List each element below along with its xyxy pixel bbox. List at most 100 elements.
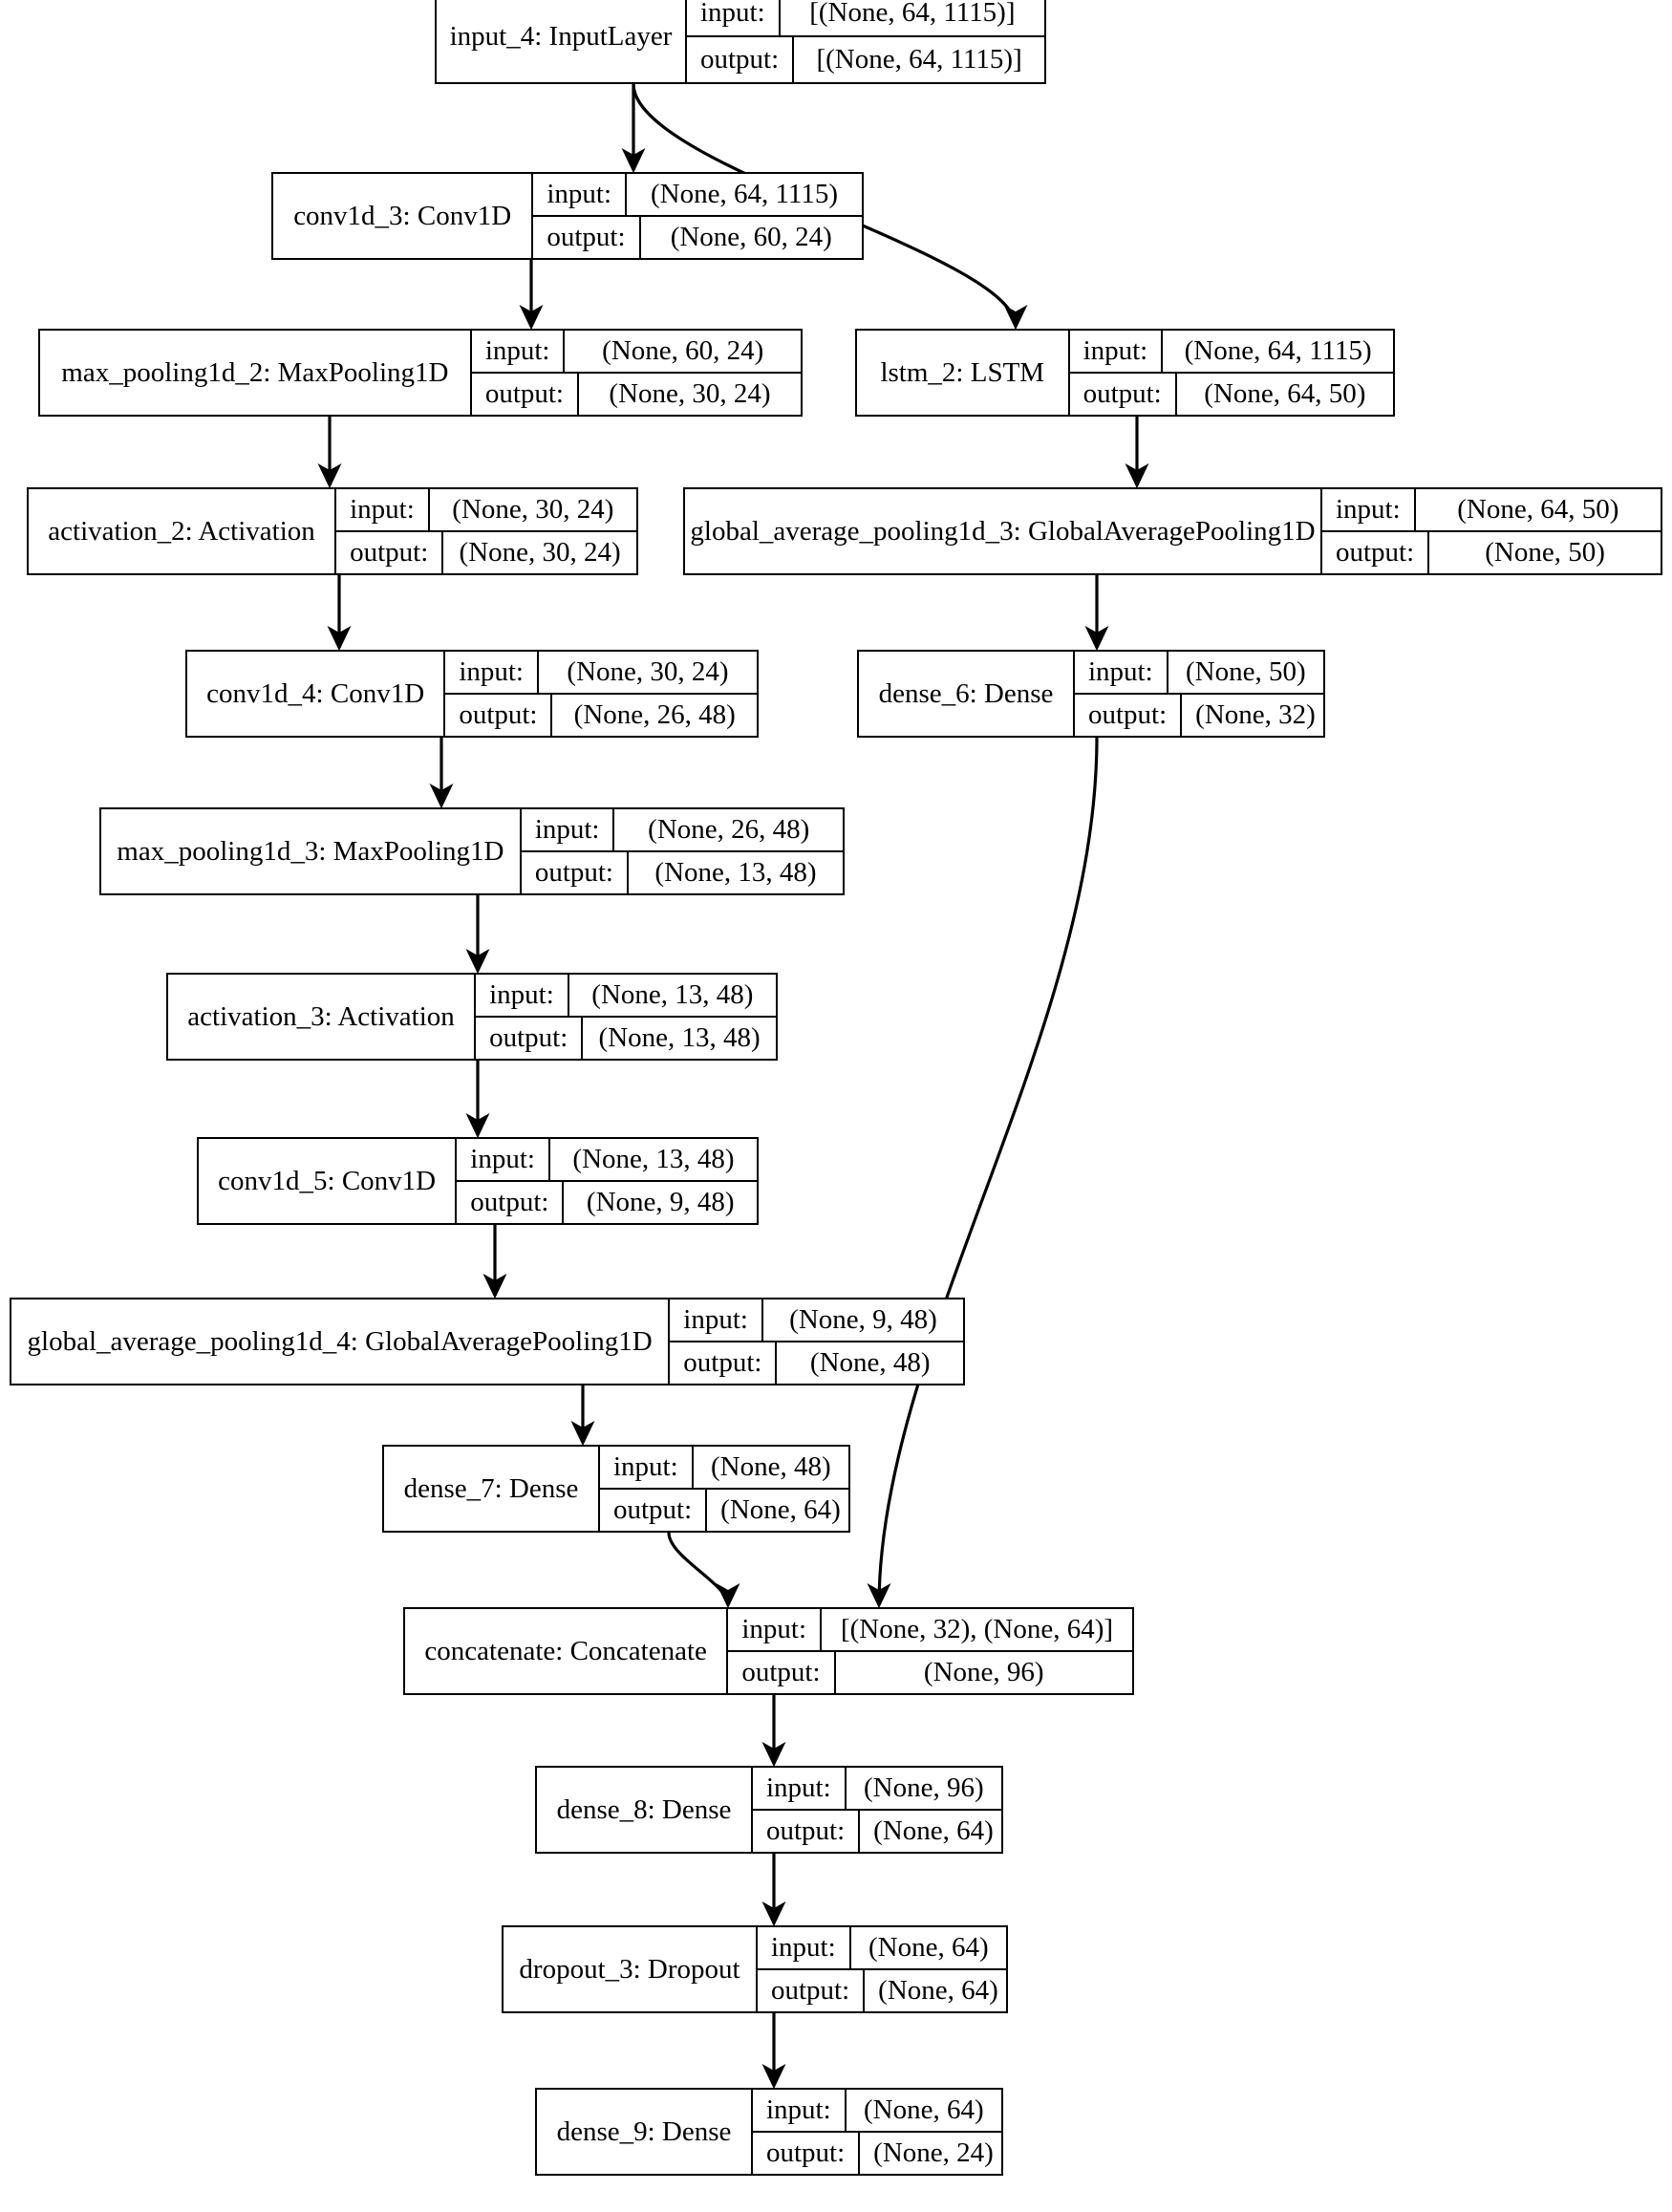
layer-node-global_average_pooling1d_3[interactable]: global_average_pooling1d_3: GlobalAverag…	[683, 487, 1662, 575]
layer-node-lstm_2[interactable]: lstm_2: LSTM input: (None, 64, 1115) output…	[855, 329, 1395, 417]
layer-input-shape: (None, 64)	[864, 2094, 984, 2125]
layer-output-shape: (None, 13, 48)	[598, 1022, 761, 1053]
layer-name: input_4: InputLayer	[449, 20, 673, 52]
layer-input-label: input:	[533, 174, 628, 215]
layer-output-label: output:	[753, 2133, 861, 2174]
layer-io-table: input:[(None, 64, 1115)]output:[(None, 6…	[685, 0, 1044, 82]
layer-input-shape: (None, 96)	[864, 1772, 984, 1803]
layer-output-label: output:	[753, 1811, 861, 1852]
layer-name: conv1d_5: Conv1D	[218, 1165, 437, 1196]
layer-output-shape: (None, 13, 48)	[654, 857, 817, 888]
layer-input-row: input:[(None, 64, 1115)]	[687, 0, 1044, 37]
layer-name: global_average_pooling1d_4: GlobalAverag…	[27, 1325, 653, 1357]
layer-output-label: output:	[600, 1490, 708, 1531]
layer-node-concatenate[interactable]: concatenate: Concatenate input:[(None, 32…	[403, 1607, 1134, 1695]
layer-node-conv1d_4[interactable]: conv1d_4: Conv1D input: (None, 30, 24) outp…	[185, 650, 759, 738]
edge-dense_6-to-concatenate	[867, 737, 1099, 1609]
layer-input-label: input:	[522, 809, 615, 850]
layer-node-input_4[interactable]: input_4: InputLayer input:[(None, 64, 111…	[435, 0, 1046, 84]
layer-io-table: input: (None, 64, 1115) output:(None, 64, …	[1067, 331, 1393, 415]
layer-input-row: input:(None, 30, 24)	[336, 489, 636, 532]
layer-input-shape: (None, 9, 48)	[789, 1304, 937, 1335]
layer-output-shape: (None, 26, 48)	[573, 699, 736, 730]
layer-io-table: input:(None, 64)output: (None, 24)	[751, 2090, 1001, 2174]
layer-output-shape: (None, 24)	[873, 2137, 994, 2168]
layer-input-row: input: (None, 30, 24)	[445, 652, 757, 695]
layer-input-label: input:	[758, 1927, 851, 1968]
layer-output-row: output: (None, 13, 48)	[476, 1018, 776, 1059]
layer-name: max_pooling1d_2: MaxPooling1D	[61, 356, 449, 388]
layer-name: activation_2: Activation	[48, 515, 315, 547]
layer-io-table: input:(None, 96)output: (None, 64)	[751, 1768, 1001, 1852]
layer-io-table: input:[(None, 32), (None, 64)]output:(No…	[726, 1609, 1132, 1693]
layer-output-label: output:	[670, 1342, 778, 1384]
layer-output-label: output:	[533, 217, 641, 258]
layer-output-shape: (None, 9, 48)	[586, 1187, 735, 1217]
layer-input-label: input:	[1070, 331, 1164, 372]
layer-output-row: output:(None, 30, 24)	[472, 374, 801, 415]
layer-output-label: output:	[758, 1970, 866, 2011]
layer-output-shape: (None, 60, 24)	[670, 222, 832, 252]
layer-node-global_average_pooling1d_4[interactable]: global_average_pooling1d_4: GlobalAverag…	[10, 1298, 965, 1385]
layer-output-label: output:	[457, 1182, 565, 1223]
layer-input-shape: (None, 48)	[711, 1451, 831, 1482]
layer-name: dense_8: Dense	[556, 1793, 732, 1825]
layer-io-table: input: (None, 13, 48)output: (None, 9, 48)	[455, 1139, 757, 1223]
layer-input-row: input:(None, 64)	[758, 1927, 1006, 1970]
layer-name: concatenate: Concatenate	[424, 1635, 707, 1666]
layer-output-shape: (None, 30, 24)	[609, 378, 771, 409]
layer-name: conv1d_4: Conv1D	[206, 677, 425, 709]
layer-input-label: input:	[670, 1299, 763, 1341]
layer-input-shape: (None, 13, 48)	[572, 1144, 735, 1174]
layer-output-shape: (None, 96)	[923, 1657, 1044, 1687]
layer-output-label: output:	[476, 1018, 584, 1059]
layer-io-table: input:(None, 64)output: (None, 64)	[756, 1927, 1006, 2011]
layer-name: lstm_2: LSTM	[880, 356, 1045, 388]
layer-output-shape: (None, 64)	[720, 1494, 841, 1525]
layer-name: dense_9: Dense	[556, 2115, 732, 2147]
layer-io-table: input:(None, 30, 24)output: (None, 30, 24…	[334, 489, 636, 573]
layer-input-shape: (None, 30, 24)	[567, 656, 729, 687]
layer-output-label: output:	[1075, 695, 1183, 736]
layer-input-shape: (None, 64, 1115)	[1184, 335, 1372, 366]
layer-input-row: input:(None, 64, 1115)	[533, 174, 862, 217]
layer-input-label: input:	[457, 1139, 550, 1180]
layer-io-table: input: (None, 30, 24) output: (None, 26, 48…	[443, 652, 757, 736]
layer-output-shape: (None, 64)	[873, 1815, 994, 1846]
layer-output-row: output: (None, 9, 48)	[457, 1182, 757, 1223]
layer-output-row: output:(None, 64, 50)	[1070, 374, 1393, 415]
layer-name: global_average_pooling1d_3: GlobalAverag…	[690, 515, 1316, 547]
layer-input-label: input:	[445, 652, 539, 693]
layer-input-row: input: (None, 9, 48)	[670, 1299, 963, 1342]
layer-output-row: output: (None, 30, 24)	[336, 532, 636, 573]
layer-input-shape: (None, 30, 24)	[452, 494, 614, 525]
layer-output-shape: (None, 64)	[878, 1975, 998, 2006]
layer-input-row: input:(None, 48)	[600, 1447, 848, 1490]
layer-input-shape: (None, 60, 24)	[602, 335, 764, 366]
layer-input-row: input:(None, 64)	[753, 2090, 1001, 2133]
layer-output-label: output:	[336, 532, 444, 573]
layer-input-row: input:(None, 96)	[753, 1768, 1001, 1811]
layer-input-row: input: (None, 13, 48)	[457, 1139, 757, 1182]
layer-input-row: input:(None, 64, 50)	[1322, 489, 1661, 532]
layer-output-row: output:(None, 96)	[728, 1652, 1132, 1693]
layer-output-shape: (None, 50)	[1485, 537, 1605, 568]
layer-output-shape: (None, 30, 24)	[459, 537, 621, 568]
layer-output-label: output:	[445, 695, 553, 736]
layer-input-row: input: (None, 64, 1115)	[1069, 331, 1393, 374]
layer-output-row: output:(None, 48)	[670, 1342, 963, 1384]
layer-io-table: input:(None, 64, 50)output:(None, 50)	[1320, 489, 1661, 573]
layer-name: dropout_3: Dropout	[519, 1953, 740, 1985]
layer-node-activation_2[interactable]: activation_2: Activation input:(None, 30,…	[27, 487, 638, 575]
